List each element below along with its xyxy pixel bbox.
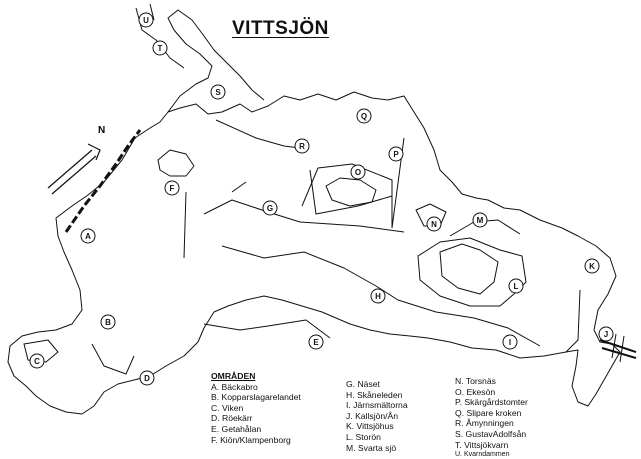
area-marker-u: U [138, 12, 154, 28]
area-marker-e: E [308, 334, 324, 350]
legend-item: C. Viken [211, 402, 244, 413]
area-marker-n: N [426, 216, 442, 232]
area-marker-label: I [509, 338, 511, 347]
legend-item: L. Storön [346, 431, 381, 442]
legend-item: D. Röekärr [211, 413, 253, 424]
legend-column-2: G. Näset H. Skåneleden I. Järnsmältorna … [346, 379, 408, 453]
area-marker-s: S [210, 84, 226, 100]
area-marker-a: A [80, 228, 96, 244]
lake-shoreline [7, 91, 621, 415]
area-marker-h: H [370, 288, 386, 304]
area-marker-p: P [388, 146, 404, 162]
area-marker-g: G [262, 200, 278, 216]
legend-item: U. Kvarndammen [455, 451, 510, 459]
north-inlet [167, 9, 265, 113]
legend-item: B. Kopparslagarelandet [211, 392, 301, 403]
area-markers: A B C D E F G H I J K L M N O P Q R S T U [29, 12, 614, 386]
area-marker-label: D [144, 374, 150, 383]
area-marker-d: D [139, 370, 155, 386]
legend-item: Q. Slipare kroken [455, 407, 522, 418]
legend-item: H. Skåneleden [346, 389, 403, 400]
area-marker-q: Q [356, 108, 372, 124]
area-marker-label: S [215, 88, 221, 97]
north-label: N [98, 125, 105, 136]
legend-item: S. GustavAdolfsån [455, 428, 527, 439]
area-marker-label: Q [361, 112, 367, 121]
area-marker-r: R [294, 138, 310, 154]
map-title: VITTSJÖN [232, 18, 329, 39]
legend-item: N. Torsnäs [455, 376, 496, 386]
legend-item: I. Järnsmältorna [346, 400, 408, 411]
legend-item: J. Kallsjön/Ån [346, 410, 399, 421]
area-marker-label: M [477, 216, 484, 225]
area-marker-label: O [355, 168, 361, 177]
island-upper-left [157, 149, 195, 177]
boundary-dashed [64, 129, 142, 233]
area-marker-o: O [350, 164, 366, 180]
area-marker-label: K [589, 262, 595, 271]
legend-column-3: N. Torsnäs O. Ekesön P. Skärgårdstomter … [455, 376, 528, 459]
area-marker-label: T [158, 44, 163, 53]
legend-heading: OMRÅDEN [211, 371, 256, 381]
legend-item: R. Åmynningen [455, 418, 514, 429]
area-marker-label: A [85, 232, 91, 241]
island-n [415, 203, 447, 227]
area-marker-m: M [472, 212, 488, 228]
area-marker-label: E [313, 338, 319, 347]
area-marker-label: B [105, 318, 111, 327]
area-marker-label: F [170, 184, 175, 193]
legend-item: F. Kiön/Klampenborg [211, 434, 291, 445]
area-marker-l: L [508, 278, 524, 294]
legend-item: P. Skärgårdstomter [455, 397, 528, 408]
legend-item: M. Svarta sjö [346, 442, 397, 453]
area-marker-b: B [100, 314, 116, 330]
island-o [325, 177, 377, 207]
legend-item: T. Vittsjökvarn [455, 439, 509, 450]
area-marker-label: L [514, 282, 519, 291]
area-marker-f: F [164, 180, 180, 196]
legend-item: G. Näset [346, 379, 380, 389]
area-marker-i: I [502, 334, 518, 350]
legend-item: E. Getahålan [211, 423, 262, 434]
area-marker-label: P [393, 150, 399, 159]
area-marker-label: R [299, 142, 305, 151]
area-marker-t: T [152, 40, 168, 56]
area-marker-label: C [34, 357, 40, 366]
area-marker-label: H [375, 292, 381, 301]
area-marker-label: U [143, 16, 149, 25]
area-marker-j: J [598, 326, 614, 342]
legend-item: K. Vittsjöhus [346, 421, 394, 432]
area-marker-label: J [604, 330, 608, 339]
area-marker-c: C [29, 353, 45, 369]
island-l [439, 243, 499, 295]
area-marker-label: G [267, 204, 273, 213]
legend-item: A. Bäckabro [211, 381, 258, 392]
legend-column-1: OMRÅDEN A. Bäckabro B. Kopparslagareland… [211, 371, 301, 445]
north-arrow-icon [47, 143, 101, 195]
legend-item: O. Ekesön [455, 386, 496, 397]
area-marker-k: K [584, 258, 600, 274]
area-marker-label: N [431, 220, 437, 229]
